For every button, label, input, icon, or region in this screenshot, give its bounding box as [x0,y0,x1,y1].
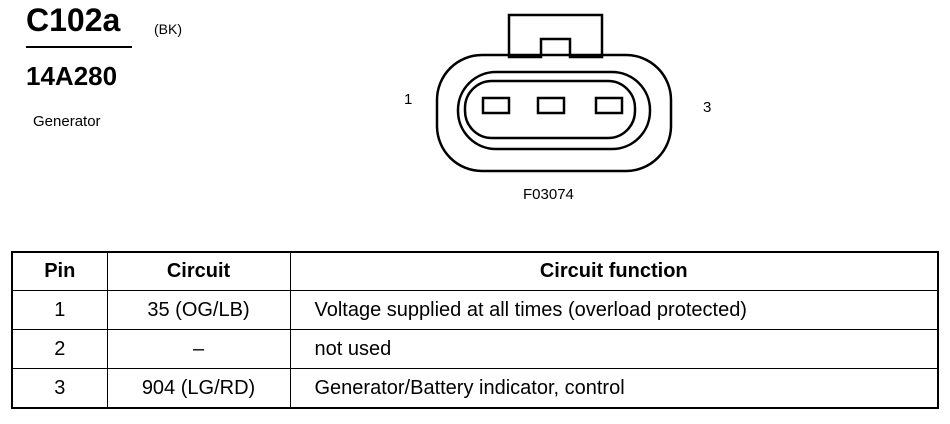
connector-id: C102a [26,2,121,38]
title-divider [26,46,132,48]
header-pin: Pin [11,251,108,291]
table-header-row: Pin Circuit Circuit function [11,251,939,291]
cell-function: not used [289,329,939,369]
terminal-1 [481,96,511,115]
cell-circuit: 35 (OG/LB) [106,290,291,330]
cell-pin: 3 [11,368,108,409]
cell-circuit: – [106,329,291,369]
cell-pin: 2 [11,329,108,369]
figure-code: F03074 [523,186,574,203]
cell-pin: 1 [11,290,108,330]
table-row: 3 904 (LG/RD) Generator/Battery indicato… [11,368,939,409]
pin-1-label: 1 [404,91,413,108]
cell-function: Voltage supplied at all times (overload … [289,290,939,330]
table-row: 1 35 (OG/LB) Voltage supplied at all tim… [11,290,939,330]
pin-3-label: 3 [703,99,712,116]
connector-outer-shell [435,53,673,173]
connector-inner-cavity [456,70,652,151]
terminal-3 [594,96,624,115]
cell-function: Generator/Battery indicator, control [289,368,939,409]
terminal-housing [463,79,637,140]
terminal-2 [536,96,566,115]
component-name: Generator [33,113,101,130]
header-circuit-function: Circuit function [289,251,939,291]
pinout-table: Pin Circuit Circuit function 1 35 (OG/LB… [11,251,939,409]
table-row: 2 – not used [11,329,939,369]
cell-circuit: 904 (LG/RD) [106,368,291,409]
header-circuit: Circuit [106,251,291,291]
part-number: 14A280 [26,61,118,91]
connector-color: (BK) [154,21,182,37]
connector-diagram [435,13,673,173]
connector-latch [507,13,604,59]
